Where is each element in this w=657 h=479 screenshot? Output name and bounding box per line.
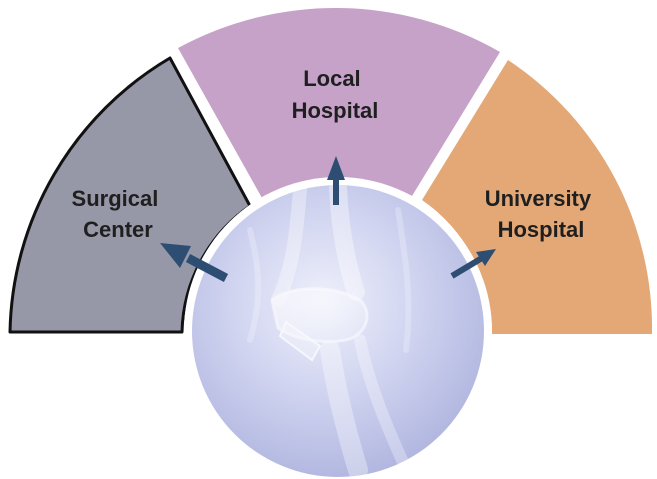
knee-illustration — [184, 177, 492, 479]
